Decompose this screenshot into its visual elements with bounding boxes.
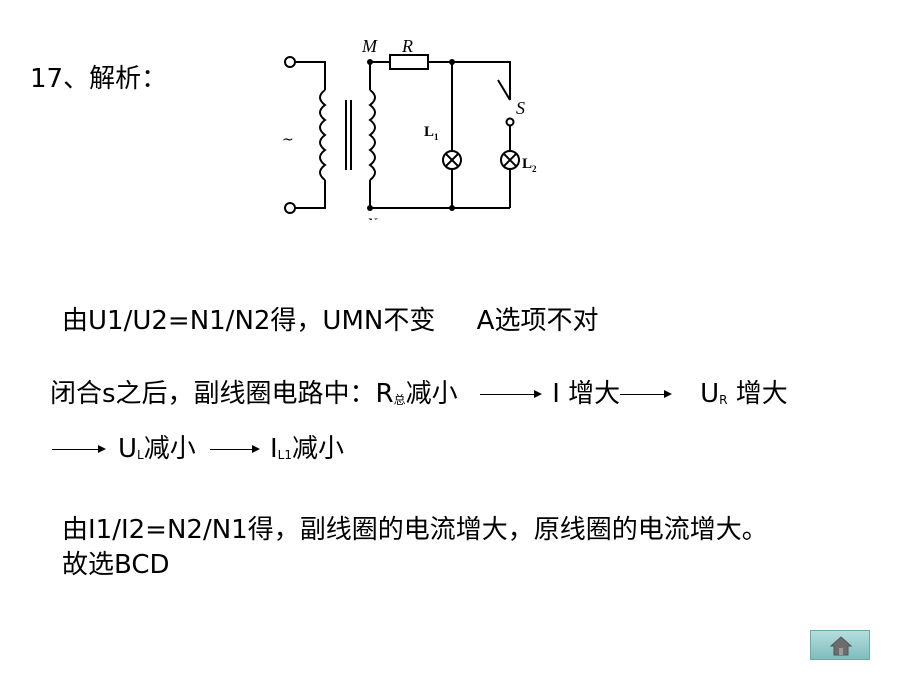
arrow-3 <box>52 445 106 453</box>
switch-s <box>497 79 511 101</box>
problem-heading: 17、解析： <box>30 64 168 94</box>
home-button[interactable] <box>810 630 870 660</box>
circuit-diagram: M R S N L1 L2 ~ <box>282 40 537 220</box>
arrow-1 <box>479 390 542 398</box>
text-r-total: 闭合s之后，副线圈电路中：R <box>50 379 394 409</box>
text-ur-increase: 增大 <box>727 379 788 409</box>
arrow-4 <box>210 445 260 453</box>
subscript-total: 总 <box>393 393 406 407</box>
current-ratio-line: 由I1/I2=N2/N1得，副线圈的电流增大，原线圈的电流增大。 <box>62 515 768 545</box>
label-l1: L1 <box>424 124 439 142</box>
label-n: N <box>366 216 378 220</box>
text-u: U <box>700 379 720 409</box>
node-m <box>367 59 373 65</box>
resistor-r <box>389 54 429 70</box>
label-s: S <box>516 98 525 118</box>
text-decrease-3: 减小 <box>292 434 345 464</box>
analysis-line-3: UL减小 IL1减小 <box>52 434 344 468</box>
node-top-junction <box>449 59 455 65</box>
subscript-l1: L1 <box>277 448 292 462</box>
node-bottom-junction <box>449 205 455 211</box>
home-icon <box>829 636 853 656</box>
label-l2: L2 <box>522 156 537 174</box>
arrow-2 <box>620 390 673 398</box>
transformer-ratio-line: 由U1/U2=N1/N2得，UMN不变 A选项不对 <box>62 306 599 336</box>
answer-line: 故选BCD <box>62 550 170 580</box>
subscript-r: R <box>719 393 728 407</box>
label-r: R <box>401 40 413 56</box>
secondary-coil <box>368 89 376 181</box>
text-i-increase: I 增大 <box>552 379 621 409</box>
text-decrease-1: 减小 <box>405 379 458 409</box>
analysis-line-2: 闭合s之后，副线圈电路中：R总减小 I 增大 UR 增大 <box>50 379 788 413</box>
text-ul: U <box>118 434 138 464</box>
terminal-top <box>284 56 296 68</box>
text-decrease-2: 减小 <box>143 434 196 464</box>
label-ac: ~ <box>282 132 294 148</box>
terminal-bottom <box>284 202 296 214</box>
text-il1: I <box>270 434 278 464</box>
label-m: M <box>361 40 378 56</box>
primary-coil <box>319 89 327 181</box>
subscript-l: L <box>137 448 144 462</box>
node-n <box>367 205 373 211</box>
